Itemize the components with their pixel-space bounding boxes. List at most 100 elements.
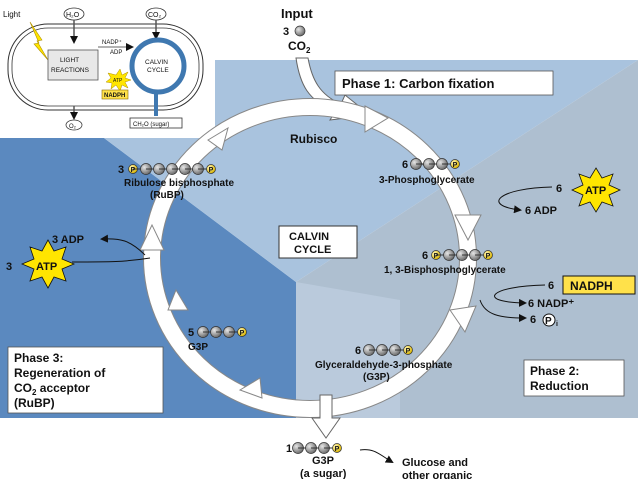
inset-h2o: H₂O [66,12,80,19]
glucose-arrow [359,449,394,464]
inset-light-reactions-1: LIGHT [60,57,79,64]
inset-co2: CO₂ [148,12,162,19]
g3p-main-label2: (G3P) [363,372,390,383]
ring-arrowhead-right-lower [449,305,477,334]
atp-left-in-arrow [71,257,151,263]
phase1-label: Phase 1: Carbon fixation [342,76,494,91]
phosphate-label: P [131,167,136,174]
output-count: 1 [286,443,292,455]
output-arrow [311,394,341,439]
nadph-group: 6 NADPH 6 NADP⁺ 6 P i [479,275,636,328]
inset-atp: ATP [113,78,123,84]
phase1-label-box: Phase 1: Carbon fixation [334,70,554,96]
phase3-line1: Phase 3: [14,351,63,365]
phosphate-group [332,443,342,453]
pga-label: 3-Phosphoglycerate [379,175,475,186]
phosphate-group [483,250,493,260]
inset-calvin-2: CYCLE [147,67,169,74]
g3p-left-count: 5 [188,327,194,339]
atp-right-adp: 6 ADP [525,205,557,217]
phase2-label-box: Phase 2: Reduction [523,359,625,397]
glucose-line2: other organic [402,470,472,479]
phosphate-group [237,327,247,337]
pi-circle [542,313,556,327]
atp-right-badge: ATP [585,185,606,197]
ring-arrowhead-upper-left [207,126,229,151]
inset-o2: O₂ [69,124,77,130]
input-co2: CO2 [288,39,311,55]
g3p-main-molecule: P [363,344,413,356]
output-label2: (a sugar) [300,468,347,479]
rubp-label2: (RuBP) [150,190,184,201]
cycle-line1: CALVIN [289,231,329,243]
phase3-label-box: Phase 3: Regeneration of CO2 acceptor (R… [7,346,164,414]
g3p-main-label1: Glyceraldehyde-3-phosphate [315,360,453,371]
inset-atp-star [105,68,132,92]
phosphate-label: P [209,167,214,174]
nadph-badge: NADPH [570,279,613,293]
pga-count: 6 [402,159,408,171]
phosphate-label: P [453,162,458,169]
bpg-count: 6 [422,250,428,262]
phosphate-label: P [406,348,411,355]
co2-molecule [294,25,306,37]
atp-left-arrow [100,234,146,256]
atp-right-star [571,167,621,213]
pga-molecule: P [410,158,460,170]
chloroplast-outline [7,23,204,111]
output-label1: G3P [312,455,334,467]
atp-left-adp: 3 ADP [52,234,84,246]
nadph-arrow-1 [494,284,546,307]
nadph-arrow-2 [479,299,527,322]
pga-group: 6 P 3-Phosphoglycerate [379,158,475,186]
cycle-line2: CYCLE [294,244,331,256]
phase3-line3: CO2 acceptor [14,381,90,397]
nadph-nadp: 6 NADP⁺ [528,298,574,310]
ring-arrowhead-bottom [238,377,263,399]
inset-light-label: Light [3,10,21,19]
ring-arrowhead-right [454,214,482,242]
rubp-group: 3 P P Ribulose bisphosphate (RuBP) [118,163,234,201]
phosphate-label: P [335,446,340,453]
inset-overview: Light H₂O CO₂ LIGHT REACTIONS CALVIN CYC… [0,0,215,138]
phosphate-group [403,345,413,355]
inset-light-reactions-box [47,49,99,81]
atp-left-group: 3 ADP 3 ATP [6,234,151,289]
calvin-cycle-center-box: CALVIN CYCLE [278,225,358,259]
rubisco-label: Rubisco [290,132,337,146]
atp-right-count: 6 [556,183,562,195]
nadph-badge-box [562,275,636,295]
phase2-line2: Reduction [530,379,589,393]
nadph-pi-sub: i [556,321,558,328]
output-molecule: P [292,442,342,454]
g3p-left-label: G3P [188,342,208,353]
phosphate-label: P [486,253,491,260]
input-count: 3 [283,26,289,38]
glucose-line1: Glucose and [402,457,468,469]
ring-arrowhead-top [364,105,390,133]
g3p-left-group: 5 P G3P [188,326,247,353]
phase3-line4: (RuBP) [14,396,55,410]
phosphate-group [206,164,216,174]
ring-arrowhead-left [139,223,165,251]
phase2-line1: Phase 2: [530,364,579,378]
inset-adp: ADP [110,50,122,56]
nadph-pi-count: 6 [530,314,536,326]
bpg-label: 1, 3-Bisphosphoglycerate [384,265,506,276]
inset-nadph: NADPH [104,93,125,99]
inset-nadp: NADP⁺ [102,39,122,46]
phosphate-label: P [240,330,245,337]
atp-right-group: 6 ATP 6 ADP [498,167,621,217]
atp-left-star [20,239,76,289]
phase3-line2: Regeneration of [14,366,106,380]
atp-right-arrow [498,186,553,214]
rubp-label1: Ribulose bisphosphate [124,178,234,189]
rubp-count: 3 [118,164,124,176]
nadph-count: 6 [548,280,554,292]
g3p-main-group: 6 P Glyceraldehyde-3-phosphate (G3P) [315,344,453,383]
output-group: 1 P G3P (a sugar) Glucose and other orga… [286,442,472,479]
inset-nadph-box [101,89,129,100]
